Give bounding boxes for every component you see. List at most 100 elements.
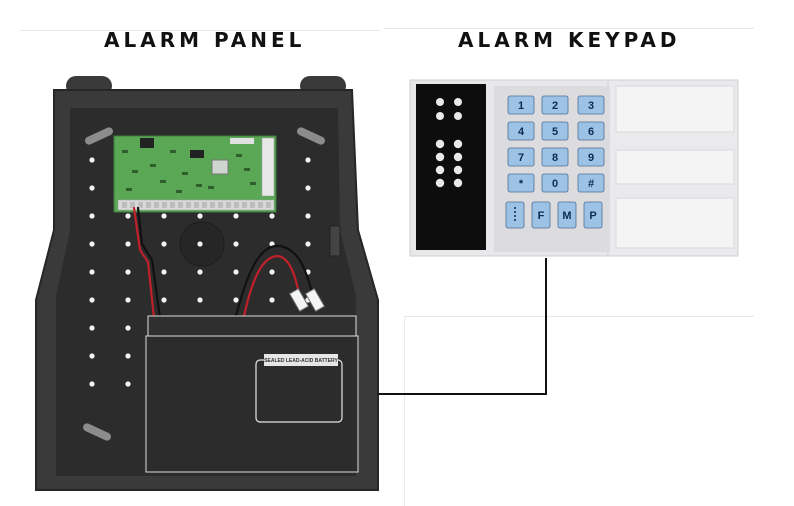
zone-leds (435, 139, 463, 188)
key-blank-button[interactable] (505, 201, 525, 229)
mounting-hole (161, 297, 167, 303)
mounting-hole (269, 241, 275, 247)
key-3-button[interactable]: 3 (577, 95, 605, 115)
terminal (234, 202, 239, 208)
key-9-label: 9 (588, 152, 594, 164)
guide-line-vertical (404, 316, 405, 506)
mounting-hole (233, 297, 239, 303)
mounting-hole (305, 185, 311, 191)
terminal (178, 202, 183, 208)
status-icons (436, 98, 462, 120)
mounting-hole (161, 269, 167, 275)
key-m-label: M (562, 210, 571, 222)
mounting-hole (125, 325, 131, 331)
pcb-component (176, 190, 182, 193)
key-2-button[interactable]: 2 (541, 95, 569, 115)
mounting-holes (89, 157, 311, 387)
mounting-hole (305, 241, 311, 247)
mounting-hole (89, 241, 95, 247)
zone-led-8 (453, 178, 463, 188)
mounting-hole (269, 297, 275, 303)
mounting-hole (125, 297, 131, 303)
key-f-button[interactable]: F (531, 201, 551, 229)
pcb-component (196, 184, 202, 187)
terminal (194, 202, 199, 208)
zone-led-1 (435, 139, 445, 149)
guide-line-top-right (384, 28, 754, 29)
key-2-label: 2 (552, 100, 558, 112)
zone-led-5 (435, 165, 445, 175)
terminal (218, 202, 223, 208)
key-6-label: 6 (588, 126, 594, 138)
pcb-component (150, 164, 156, 167)
mounting-hole (89, 157, 95, 163)
alarm-keypad-title: ALARM KEYPAD (458, 28, 681, 52)
key-star-button[interactable]: * (507, 173, 535, 193)
pcb-component (122, 150, 128, 153)
mounting-hole (161, 213, 167, 219)
key-1-label: 1 (518, 100, 524, 112)
zone-led-3 (435, 152, 445, 162)
pcb-component (250, 182, 256, 185)
guide-line-top (20, 30, 380, 31)
key-8-button[interactable]: 8 (541, 147, 569, 167)
terminal (154, 202, 159, 208)
pcb-component (170, 150, 176, 153)
key-m-button[interactable]: M (557, 201, 577, 229)
zone-led-2 (453, 139, 463, 149)
control-board (113, 135, 277, 213)
mounting-hole (89, 325, 95, 331)
terminal (258, 202, 263, 208)
terminal (210, 202, 215, 208)
pcb-component (126, 188, 132, 191)
pcb-component (236, 154, 242, 157)
key-7-button[interactable]: 7 (507, 147, 535, 167)
terminal (170, 202, 175, 208)
mounting-hole (197, 213, 203, 219)
key-p-button[interactable]: P (583, 201, 603, 229)
mounting-hole (233, 241, 239, 247)
mounting-hole (125, 213, 131, 219)
terminal (130, 202, 135, 208)
key-1-button[interactable]: 1 (507, 95, 535, 115)
pcb-component (160, 180, 166, 183)
pcb-component (132, 170, 138, 173)
zone-led-6 (453, 165, 463, 175)
keypad-cable (378, 258, 547, 395)
terminal (202, 202, 207, 208)
mounting-hole (89, 297, 95, 303)
key-4-label: 4 (518, 126, 525, 138)
mounting-hole (269, 213, 275, 219)
key-9-button[interactable]: 9 (577, 147, 605, 167)
key-hash-label: # (588, 178, 594, 190)
mounting-hole (233, 213, 239, 219)
pcb-component (208, 186, 214, 189)
mounting-hole (125, 241, 131, 247)
terminal (266, 202, 271, 208)
key-6-button[interactable]: 6 (577, 121, 605, 141)
key-5-button[interactable]: 5 (541, 121, 569, 141)
mounting-hole (305, 157, 311, 163)
terminal (138, 202, 143, 208)
key-4-button[interactable]: 4 (507, 121, 535, 141)
key-0-label: 0 (552, 178, 558, 190)
terminal (226, 202, 231, 208)
key-5-label: 5 (552, 126, 558, 138)
key-3-label: 3 (588, 100, 594, 112)
mounting-hole (125, 353, 131, 359)
battery: SEALED LEAD-ACID BATTERY (145, 315, 359, 473)
terminal (186, 202, 191, 208)
terminal (242, 202, 247, 208)
mounting-hole (89, 185, 95, 191)
terminal (146, 202, 151, 208)
key-0-button[interactable]: 0 (541, 173, 569, 193)
key-hash-button[interactable]: # (577, 173, 605, 193)
mounting-hole (233, 269, 239, 275)
mounting-hole (89, 269, 95, 275)
key-star-label: * (519, 178, 524, 190)
guide-line-mid-right (404, 316, 754, 317)
mounting-hole (89, 381, 95, 387)
mounting-hole (161, 241, 167, 247)
